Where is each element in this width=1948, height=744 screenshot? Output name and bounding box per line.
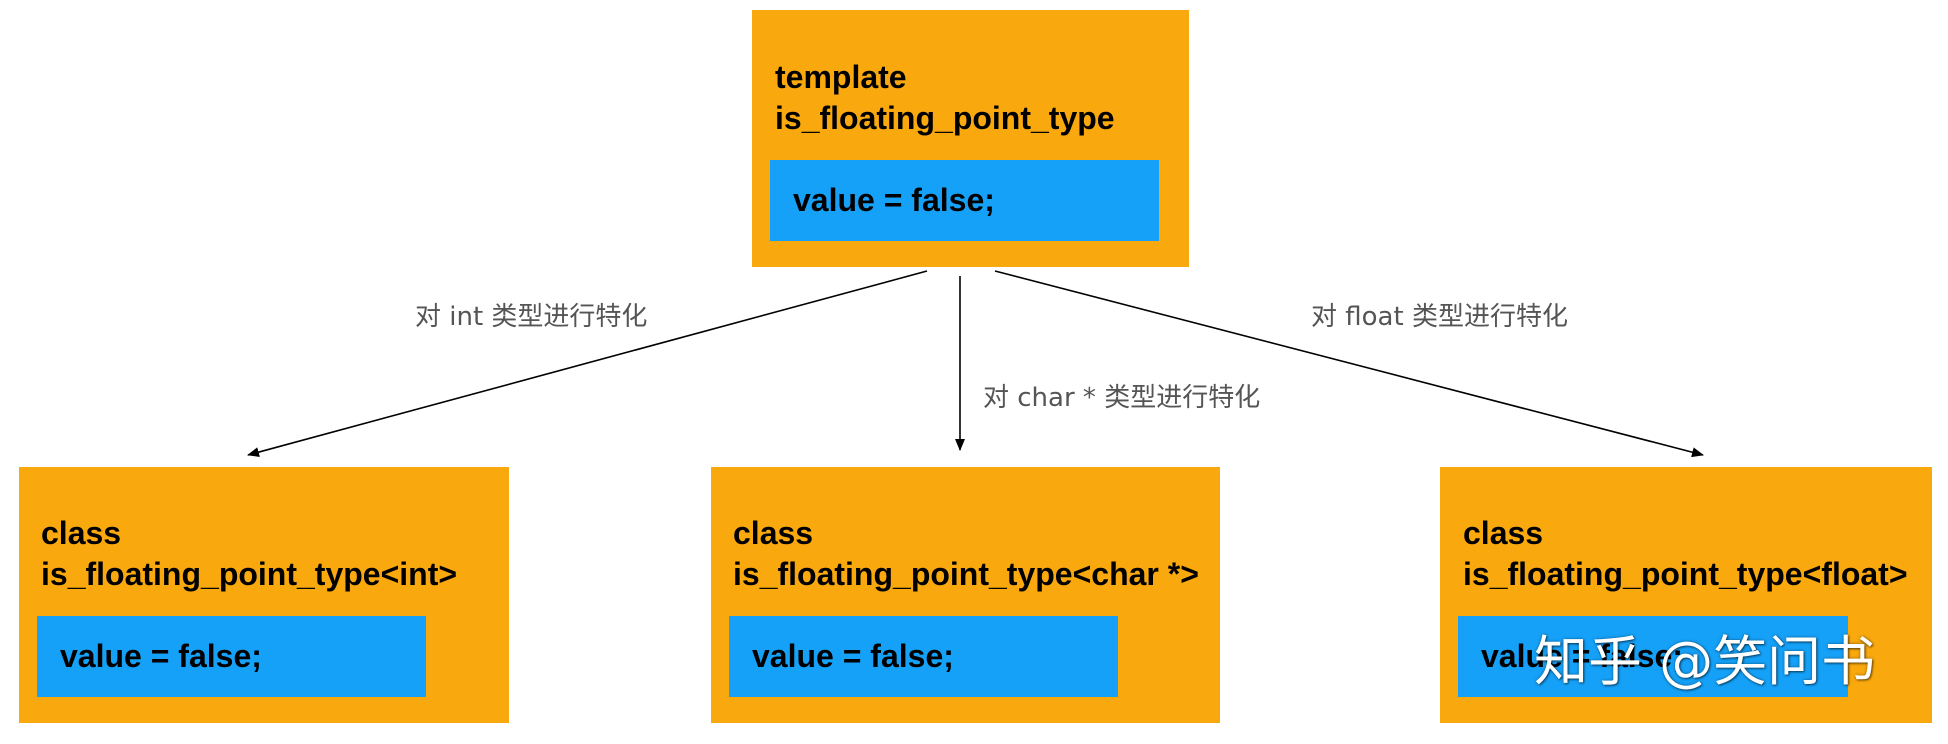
- int-specialization-box: class is_floating_point_type<int> value …: [19, 467, 509, 723]
- template-box: template is_floating_point_type value = …: [752, 10, 1189, 267]
- float-member-value: value = false;: [1481, 638, 1683, 674]
- char-ptr-member-value: value = false;: [752, 638, 954, 674]
- template-keyword: template: [775, 59, 907, 95]
- watermark: 知乎 @笑问书: [1534, 630, 1876, 693]
- arrow-to-int-specialization: [247, 270, 928, 457]
- edge-label-int: 对 int 类型进行特化: [415, 302, 648, 332]
- int-member-box: value = false;: [37, 616, 426, 697]
- edge-label-float: 对 float 类型进行特化: [1311, 302, 1568, 332]
- float-specialization-box: class is_floating_point_type<float> valu…: [1440, 467, 1932, 723]
- char-ptr-specialization-box: class is_floating_point_type<char *> val…: [711, 467, 1220, 723]
- template-member-value: value = false;: [793, 182, 995, 218]
- float-class-name: is_floating_point_type<float>: [1463, 556, 1908, 592]
- int-member-value: value = false;: [60, 638, 262, 674]
- char-ptr-member-box: value = false;: [729, 616, 1118, 697]
- int-class-name: is_floating_point_type<int>: [41, 556, 458, 592]
- template-member-box: value = false;: [770, 160, 1159, 241]
- char-ptr-class-keyword: class: [733, 515, 814, 551]
- arrow-to-float-specialization: [994, 270, 1704, 458]
- float-member-box: value = false;: [1458, 616, 1848, 697]
- edge-label-char-ptr: 对 char * 类型进行特化: [983, 383, 1261, 413]
- int-class-keyword: class: [41, 515, 122, 551]
- template-name: is_floating_point_type: [775, 100, 1115, 136]
- char-ptr-class-name: is_floating_point_type<char *>: [733, 556, 1199, 592]
- float-class-keyword: class: [1463, 515, 1544, 551]
